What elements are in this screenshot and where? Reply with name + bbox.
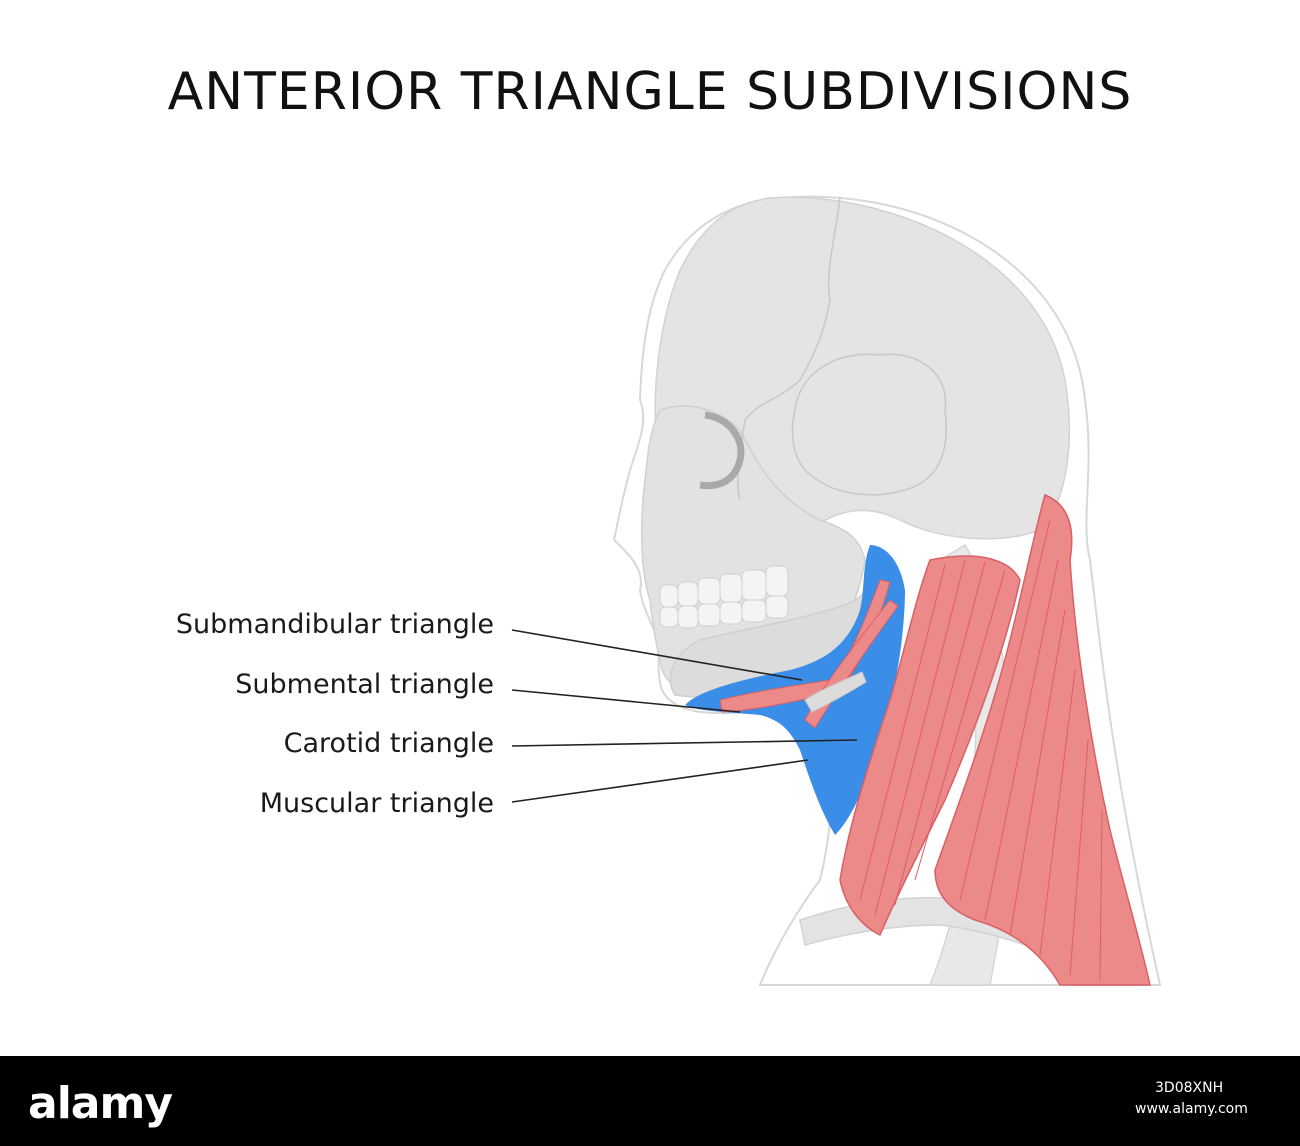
illustration: ANTERIOR TRIANGLE SUBDIVISIONS Submandib… [167,62,1162,986]
head-neck-illustration [511,195,1162,986]
leader-line-carotid [511,739,858,747]
leader-line-muscular [511,759,809,803]
muscle-striations [859,519,1103,981]
teeth [659,565,789,629]
leader-line-submental [511,689,741,713]
temporal-outline [791,353,947,496]
label-carotid-triangle: Carotid triangle [283,728,494,759]
skull-cranium [654,196,1071,540]
hyoid-bone [804,671,867,713]
diagram-title: ANTERIOR TRIANGLE SUBDIVISIONS [167,62,1133,122]
stock-site-url: www.alamy.com [1135,1101,1248,1117]
stock-image-id: 3D08XNH [1155,1080,1224,1096]
eye-orbit [699,411,745,490]
label-submental-triangle: Submental triangle [235,669,494,700]
label-submandibular-triangle: Submandibular triangle [175,609,494,640]
stock-footer-bar [0,1056,1300,1146]
leader-line-submandibular [511,629,803,681]
leader-lines [511,629,858,803]
stock-brand-logo: alamy [28,1078,173,1129]
sternocleidomastoid-muscle [839,555,1021,937]
label-muscular-triangle: Muscular triangle [259,788,494,819]
